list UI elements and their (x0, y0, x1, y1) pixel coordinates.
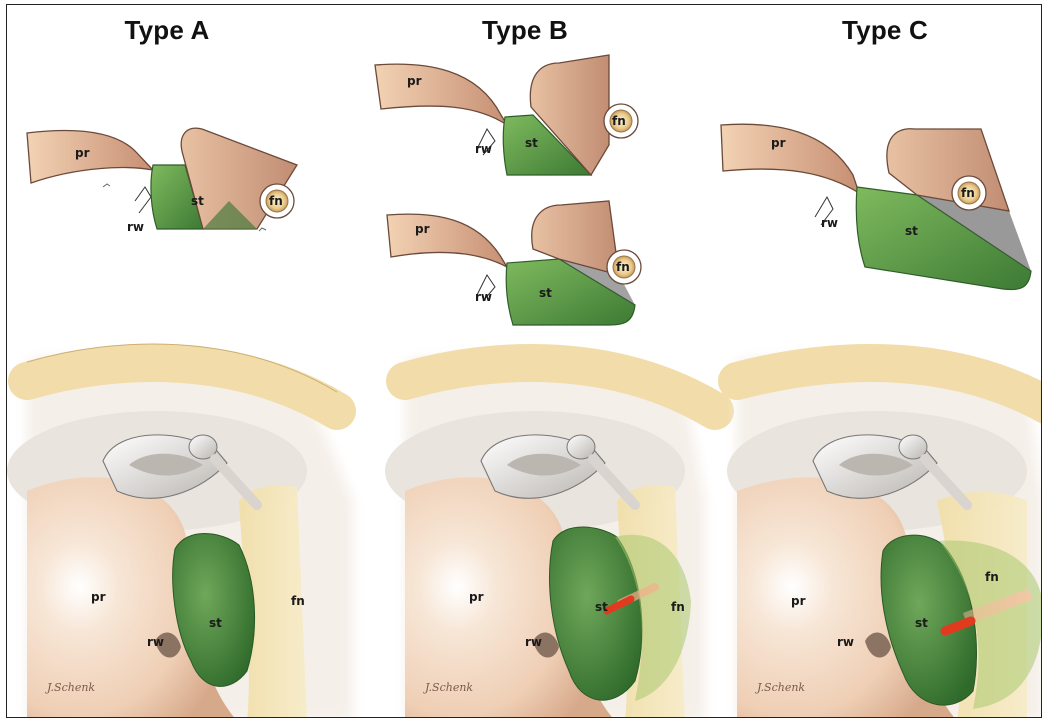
label-pr-c2: pr (791, 594, 806, 608)
type-c-schematic: pr rw st fn (721, 124, 1031, 289)
label-rw-a: rw (127, 220, 144, 234)
figure-frame: Type A Type B Type C (6, 4, 1042, 718)
label-pr-a2: pr (91, 590, 106, 604)
signature-b: J.Schenk (423, 681, 473, 694)
label-rw-a2: rw (147, 635, 164, 649)
label-st-b3: st (595, 600, 608, 614)
label-fn-b3: fn (671, 600, 685, 614)
label-fn-c: fn (961, 186, 975, 200)
label-rw-b3: rw (525, 635, 542, 649)
label-st-a: st (191, 194, 204, 208)
label-rw-b2: rw (475, 290, 492, 304)
type-b-schematic-lower: pr rw st fn (387, 201, 641, 325)
signature-a: J.Schenk (45, 681, 95, 694)
label-rw-c2: rw (837, 635, 854, 649)
label-pr-a: pr (75, 146, 90, 160)
label-st-c: st (905, 224, 918, 238)
promontory-shape (27, 130, 153, 183)
label-pr-b2: pr (415, 222, 430, 236)
type-c-surgical-view: pr rw st fn J.Schenk (727, 355, 1042, 718)
label-fn-b2: fn (616, 260, 630, 274)
type-a-schematic: pr rw st fn (27, 128, 297, 234)
label-rw-b1: rw (475, 142, 492, 156)
label-fn-b1: fn (612, 114, 626, 128)
label-rw-c: rw (821, 216, 838, 230)
label-st-b1: st (525, 136, 538, 150)
type-b-schematic-upper: pr rw st fn (375, 55, 638, 175)
label-pr-b3: pr (469, 590, 484, 604)
surgical-view-row: pr rw st fn J.Schenk pr rw (7, 341, 1042, 718)
signature-c: J.Schenk (755, 681, 805, 694)
label-st-a2: st (209, 616, 222, 630)
label-pr-c: pr (771, 136, 786, 150)
label-fn-c2: fn (985, 570, 999, 584)
label-pr-b1: pr (407, 74, 422, 88)
schematic-row: pr rw st fn pr rw st fn pr (7, 5, 1042, 345)
label-fn-a: fn (269, 194, 283, 208)
label-st-b2: st (539, 286, 552, 300)
type-b-surgical-view: pr rw st fn J.Schenk (385, 355, 715, 718)
type-a-surgical-view: pr rw st fn J.Schenk (7, 344, 353, 718)
label-st-c2: st (915, 616, 928, 630)
label-fn-a2: fn (291, 594, 305, 608)
